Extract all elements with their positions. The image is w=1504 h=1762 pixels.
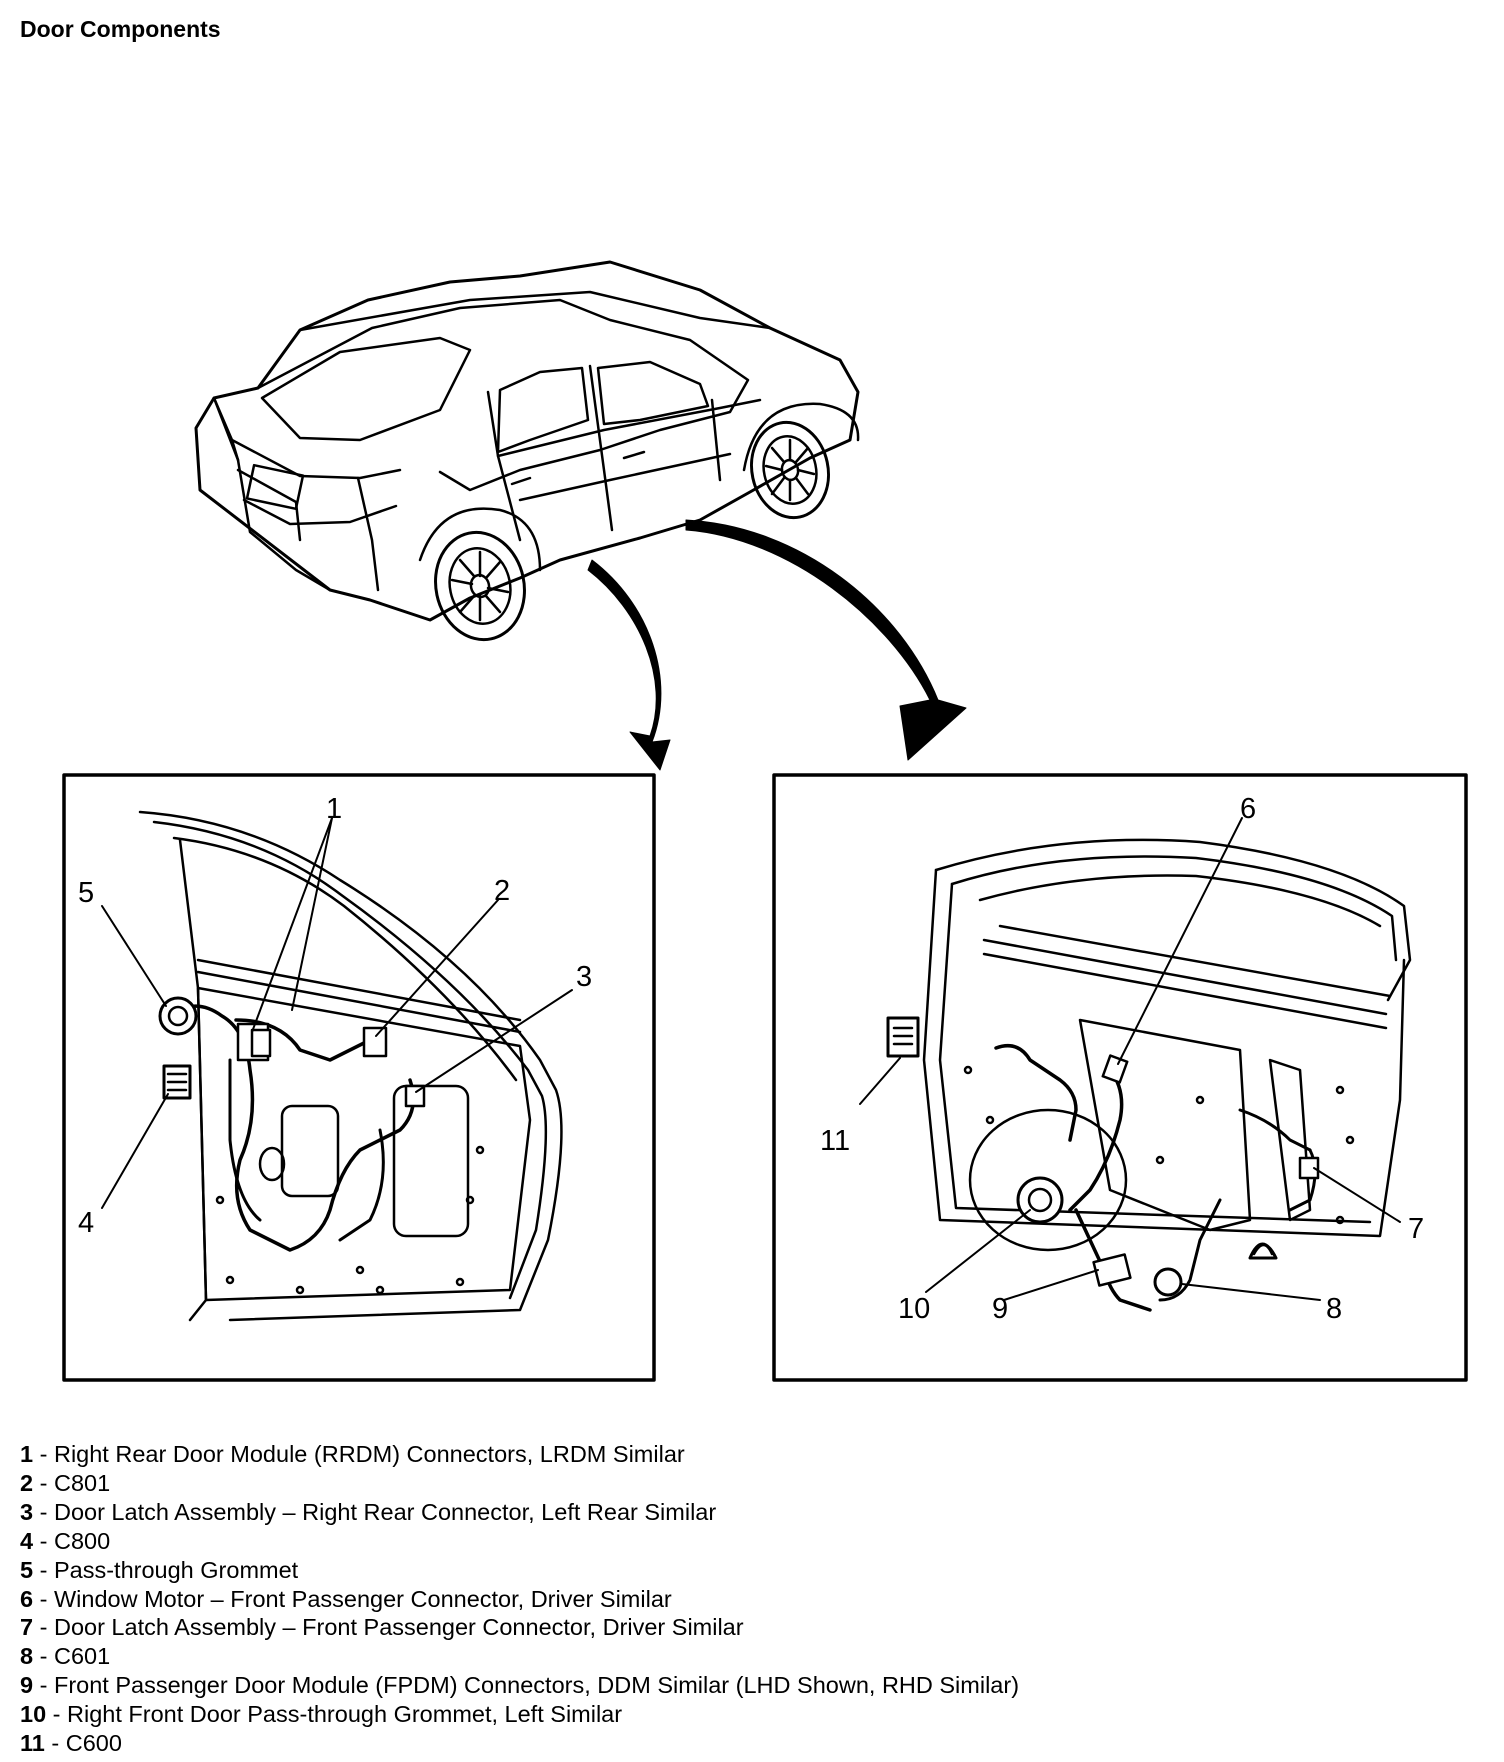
legend-number: 3 (20, 1498, 34, 1525)
callout-7: 7 (1408, 1213, 1424, 1245)
front-door-panel (772, 773, 1468, 1382)
callout-4: 4 (78, 1207, 94, 1239)
legend-separator: - (46, 1701, 68, 1728)
legend-separator: - (33, 1672, 54, 1699)
legend-item: 3 - Door Latch Assembly – Right Rear Con… (20, 1498, 1019, 1527)
legend-number: 10 (20, 1701, 47, 1728)
legend-number: 11 (20, 1730, 45, 1757)
legend-text: Door Latch Assembly – Right Rear Connect… (53, 1498, 717, 1525)
legend-separator: - (33, 1527, 54, 1554)
legend-number: 7 (20, 1614, 34, 1641)
rear-door-panel (62, 773, 656, 1382)
front-door-drawing (886, 838, 1412, 1312)
legend-number: 9 (20, 1672, 34, 1699)
legend-item: 9 - Front Passenger Door Module (FPDM) C… (20, 1671, 1019, 1700)
legend-number: 2 (20, 1469, 34, 1496)
page-title: Door Components (20, 16, 221, 42)
callout-2: 2 (494, 875, 510, 907)
callout-labels: 1 2 3 4 5 6 7 8 9 10 11 (78, 793, 1424, 1325)
legend-item: 8 - C601 (20, 1642, 1019, 1671)
callout-8: 8 (1326, 1293, 1342, 1325)
legend-item: 2 - C801 (20, 1469, 1019, 1498)
legend-separator: - (33, 1556, 54, 1583)
legend-separator: - (33, 1643, 54, 1670)
rear-door-drawing (138, 810, 563, 1322)
legend-separator: - (33, 1614, 54, 1641)
arrow-to-front-door-icon (685, 519, 967, 761)
legend-separator: - (33, 1585, 54, 1612)
legend-item: 5 - Pass-through Grommet (20, 1556, 1019, 1585)
legend-separator: - (44, 1730, 66, 1757)
legend-text: C800 (53, 1527, 111, 1554)
component-legend: 1 - Right Rear Door Module (RRDM) Connec… (20, 1440, 1019, 1758)
legend-text: C600 (65, 1730, 122, 1757)
legend-text: Window Motor – Front Passenger Connector… (53, 1585, 672, 1612)
callout-5: 5 (78, 877, 94, 909)
rear-door-leader-lines (101, 817, 573, 1209)
callout-9: 9 (992, 1293, 1008, 1325)
legend-text: Door Latch Assembly – Front Passenger Co… (53, 1614, 744, 1641)
legend-number: 4 (20, 1527, 34, 1554)
legend-text: Front Passenger Door Module (FPDM) Conne… (53, 1672, 1020, 1699)
legend-separator: - (33, 1441, 54, 1467)
legend-text: Pass-through Grommet (53, 1556, 299, 1583)
door-components-diagram: 1 2 3 4 5 6 7 8 9 10 11 (62, 260, 1468, 1382)
legend-separator: - (33, 1498, 54, 1525)
legend-number: 1 (20, 1441, 34, 1467)
callout-6: 6 (1240, 793, 1256, 825)
legend-separator: - (33, 1469, 54, 1496)
legend-text: C601 (53, 1643, 111, 1670)
legend-item: 4 - C800 (20, 1527, 1019, 1556)
legend-text: Right Front Door Pass-through Grommet, L… (67, 1701, 623, 1728)
legend-item: 10 - Right Front Door Pass-through Gromm… (20, 1700, 1019, 1729)
legend-number: 8 (20, 1643, 34, 1670)
legend-text: Right Rear Door Module (RRDM) Connectors… (53, 1441, 685, 1467)
callout-1: 1 (326, 793, 342, 825)
legend-number: 5 (20, 1556, 34, 1583)
callout-11: 11 (820, 1125, 850, 1157)
car-illustration (194, 260, 860, 642)
legend-text: C801 (53, 1469, 111, 1496)
callout-3: 3 (576, 961, 592, 993)
callout-10: 10 (898, 1293, 930, 1325)
front-door-leader-lines (859, 817, 1401, 1301)
legend-item: 7 - Door Latch Assembly – Front Passenge… (20, 1613, 1019, 1642)
legend-number: 6 (20, 1585, 34, 1612)
arrow-to-rear-door-icon (587, 559, 671, 771)
legend-item: 6 - Window Motor – Front Passenger Conne… (20, 1585, 1019, 1614)
legend-item: 11 - C600 (20, 1729, 1019, 1758)
legend-item: 1 - Right Rear Door Module (RRDM) Connec… (20, 1440, 1019, 1469)
